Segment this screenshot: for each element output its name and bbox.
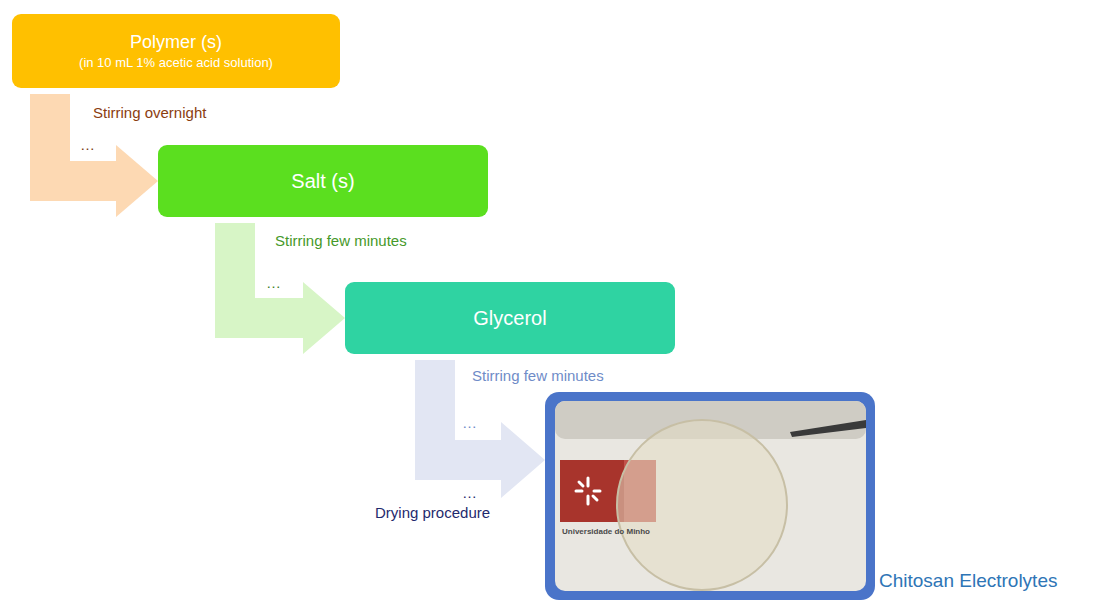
photo-box: Chitosan Electrolytes (545, 392, 875, 600)
photo-ground (555, 401, 866, 591)
ellipsis-mark: … (80, 136, 95, 153)
process-box: Polymer (s)(in 10 mL 1% acetic acid solu… (12, 14, 340, 88)
ellipsis-mark: … (462, 414, 477, 431)
step-title: Polymer (s) (130, 30, 222, 54)
logo-star (576, 478, 600, 504)
ellipsis-mark: … (266, 274, 281, 291)
photo-caption: Chitosan Electrolytes (879, 568, 1057, 594)
process-box: Glycerol (345, 282, 675, 354)
logo-text: Universidade do Minho (562, 527, 650, 536)
step-title: Glycerol (473, 305, 546, 332)
chitosan-film (617, 420, 787, 590)
process-box: Salt (s) (158, 145, 488, 217)
photo-frame (545, 392, 875, 600)
logo-mark (560, 460, 624, 522)
edge-label: Stirring few minutes (472, 367, 604, 384)
step-title: Salt (s) (291, 168, 354, 195)
step-detail: (in 10 mL 1% acetic acid solution) (79, 54, 273, 72)
tweezers (790, 420, 866, 437)
edge-label: Stirring overnight (93, 104, 206, 121)
edge-label: Stirring few minutes (275, 232, 407, 249)
step-note: Drying procedure (375, 504, 490, 521)
ellipsis-mark: … (462, 484, 477, 501)
